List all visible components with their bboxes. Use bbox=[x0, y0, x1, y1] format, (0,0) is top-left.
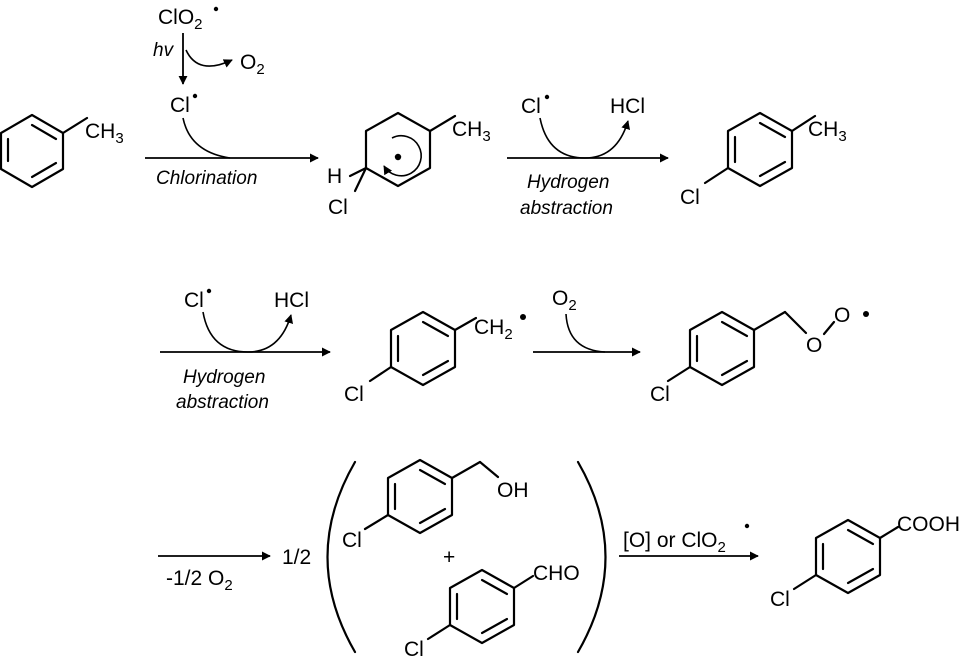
hydrogen-abstraction-step-2: Cl HCl Hydrogen abstraction bbox=[160, 288, 331, 413]
step5-label: -1/2 O2 bbox=[166, 567, 233, 594]
chlorotoluene-methyl-label: CH3 bbox=[808, 118, 847, 145]
chlorotoluene-structure: CH3 Cl bbox=[680, 111, 847, 209]
alcohol-cl-label: Cl bbox=[342, 529, 362, 552]
right-parenthesis bbox=[576, 460, 607, 654]
alcohol-structure: OH Cl bbox=[342, 458, 529, 552]
step3-cl-label: Cl bbox=[184, 289, 204, 312]
acid-cooh-label: COOH bbox=[897, 513, 960, 536]
acid-cl-label: Cl bbox=[770, 588, 790, 611]
delocalization-arrow bbox=[383, 135, 422, 177]
benzyl-cl-label: Cl bbox=[344, 383, 364, 406]
benzyl-radical-structure: CH2 Cl bbox=[344, 310, 526, 406]
coefficient-label: 1/2 bbox=[282, 546, 311, 569]
peroxy-cl-label: Cl bbox=[650, 383, 670, 406]
photolysis-step: ClO2 hv O2 Cl bbox=[153, 6, 265, 117]
oxygen-addition-step: O2 bbox=[533, 287, 641, 357]
peroxy-o1-label: O bbox=[806, 334, 822, 357]
hv-label: hv bbox=[153, 40, 175, 61]
step3-label-line2: abstraction bbox=[176, 392, 269, 413]
aldehyde-structure: CHO Cl bbox=[404, 562, 580, 660]
toluene-methyl-label: CH3 bbox=[85, 120, 124, 147]
peroxy-o2-label: O bbox=[834, 304, 850, 327]
hydrogen-abstraction-step-1: Cl HCl Hydrogen abstraction bbox=[507, 94, 669, 219]
step2-curve bbox=[539, 117, 631, 159]
toluene-structure: CH3 bbox=[0, 113, 124, 189]
plus-sign: + bbox=[443, 546, 455, 569]
aldehyde-cl-label: Cl bbox=[404, 638, 424, 660]
step2-hcl-label: HCl bbox=[610, 95, 645, 118]
step4-curve bbox=[565, 313, 606, 353]
o2-release-arrow bbox=[185, 49, 233, 68]
aldehyde-cho-label: CHO bbox=[533, 562, 580, 585]
step2-label-line1: Hydrogen bbox=[527, 172, 609, 193]
step3-hcl-label: HCl bbox=[274, 289, 309, 312]
cl-radical-dot bbox=[192, 93, 198, 99]
step4-o2-label: O2 bbox=[552, 287, 577, 314]
step2-label-line2: abstraction bbox=[520, 198, 613, 219]
cl-radical-label: Cl bbox=[170, 94, 190, 117]
step2-cl-radical-dot bbox=[544, 94, 550, 100]
step2-cl-label: Cl bbox=[521, 95, 541, 118]
step3-curve bbox=[202, 311, 294, 353]
chlorotoluene-cl-label: Cl bbox=[680, 186, 700, 209]
cl-addition-curve bbox=[182, 117, 231, 159]
clo2-label: ClO2 bbox=[158, 6, 203, 33]
adduct-methyl-label: CH3 bbox=[452, 118, 491, 145]
alcohol-oh-label: OH bbox=[497, 479, 529, 502]
adduct-radical-dot bbox=[394, 153, 402, 161]
benzyl-ch2-label: CH2 bbox=[474, 316, 513, 343]
o2-byproduct-label: O2 bbox=[240, 51, 265, 78]
disproportionation-step: -1/2 O2 1/2 bbox=[158, 460, 607, 654]
peroxy-radical-structure: O O Cl bbox=[650, 304, 869, 406]
adduct-cl-label: Cl bbox=[328, 196, 348, 219]
acid-structure: COOH Cl bbox=[770, 513, 960, 611]
peroxy-radical-dot bbox=[863, 311, 869, 317]
benzyl-radical-dot bbox=[520, 314, 526, 320]
step3-cl-radical-dot bbox=[206, 288, 212, 294]
step3-label-line1: Hydrogen bbox=[183, 367, 265, 388]
clo2-radical-dot bbox=[213, 6, 219, 12]
chlorination-step: Chlorination bbox=[145, 117, 319, 189]
adduct-h-label: H bbox=[327, 165, 342, 188]
left-parenthesis bbox=[326, 460, 357, 654]
adduct-structure: CH3 H Cl bbox=[327, 111, 491, 219]
oxidation-step: [O] or ClO2 bbox=[619, 523, 759, 561]
step6-radical-dot bbox=[744, 523, 750, 529]
chlorination-label: Chlorination bbox=[156, 168, 257, 189]
step6-label: [O] or ClO2 bbox=[623, 529, 726, 556]
